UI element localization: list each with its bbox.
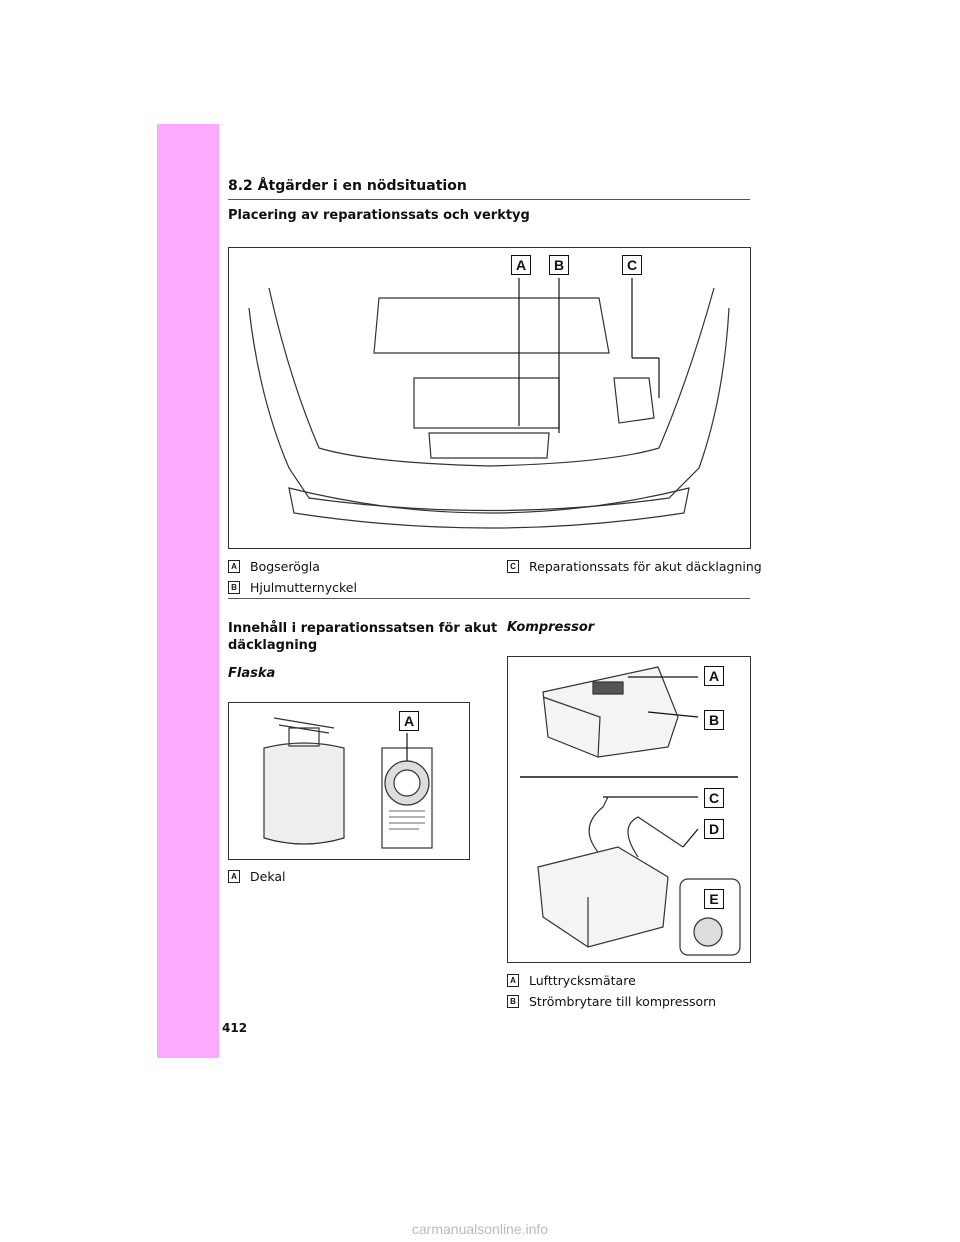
callout-c: C [704,788,724,808]
bottle-heading: Flaska [228,666,276,681]
subheading: Placering av reparationssats och verktyg [228,208,530,223]
page-number: 412 [222,1021,248,1035]
bottle-illustration: A [228,702,470,860]
divider [228,199,750,200]
callout-a: A [511,255,531,275]
callout-d: D [704,819,724,839]
trunk-illustration: A B C [228,247,751,549]
callout-b: B [549,255,569,275]
section-header: 8.2 Åtgärder i en nödsituation [228,178,467,194]
callout-a: A [704,666,724,686]
callout-b: B [704,710,724,730]
callout-c: C [622,255,642,275]
compressor-heading: Kompressor [507,620,595,635]
callout-a: A [399,711,419,731]
compressor-illustration: A B C D E [507,656,751,963]
side-tab [157,124,219,1058]
callout-e: E [704,889,724,909]
watermark: carmanualsonline.info [411,1221,549,1237]
divider [228,598,750,599]
